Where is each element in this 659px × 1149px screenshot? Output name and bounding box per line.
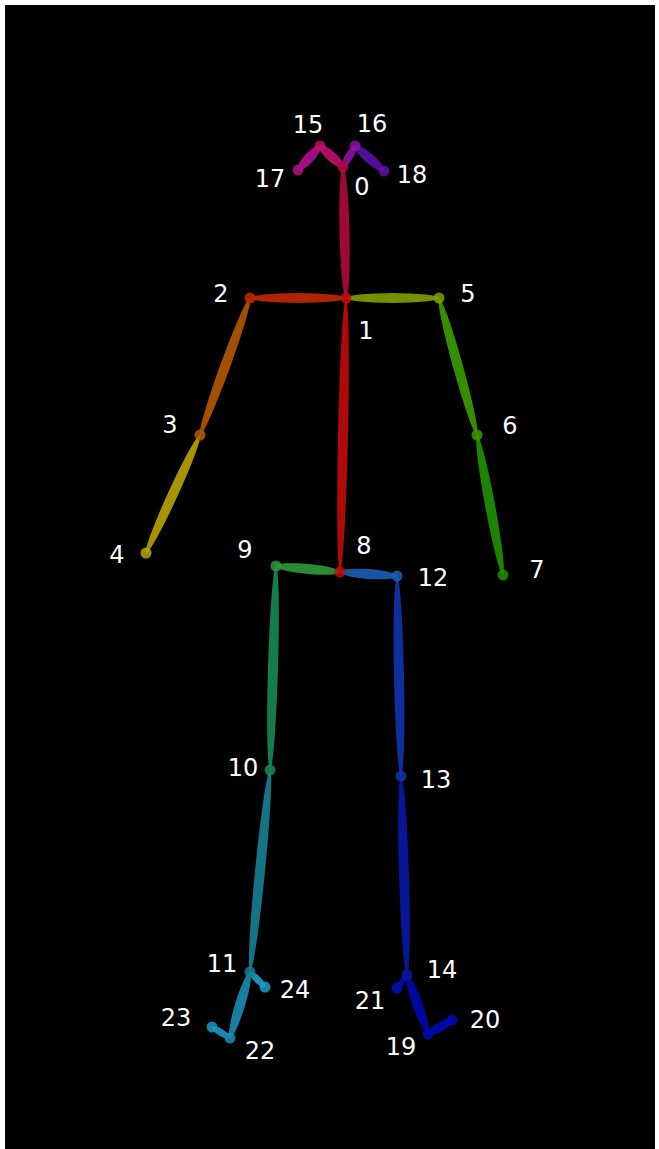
keypoint — [315, 141, 326, 152]
limb — [338, 167, 351, 298]
keypoint — [225, 1033, 236, 1044]
keypoint — [141, 548, 152, 559]
keypoint-number: 2 — [213, 282, 228, 306]
keypoint — [392, 983, 403, 994]
keypoint — [265, 765, 276, 776]
keypoint-number: 23 — [161, 1006, 192, 1030]
keypoint — [498, 570, 509, 581]
limb — [396, 776, 412, 975]
keypoint — [335, 567, 346, 578]
limb — [245, 770, 275, 973]
keypoint-number: 11 — [207, 952, 238, 976]
keypoint — [350, 141, 361, 152]
keypoint-number: 16 — [357, 112, 388, 136]
keypoint — [423, 1029, 434, 1040]
keypoint-number: 3 — [162, 413, 177, 437]
keypoint-number: 21 — [355, 989, 386, 1013]
keypoint — [207, 1022, 218, 1033]
keypoint — [379, 166, 390, 177]
keypoint-number: 7 — [529, 558, 544, 582]
keypoint — [472, 430, 483, 441]
keypoint-number: 17 — [255, 167, 286, 191]
limb — [276, 561, 341, 577]
limb — [346, 293, 439, 303]
keypoint-number: 18 — [397, 163, 428, 187]
limb — [434, 297, 482, 437]
keypoint — [260, 982, 271, 993]
keypoint-number: 6 — [502, 414, 517, 438]
keypoint-number: 5 — [460, 282, 475, 306]
keypoint-number: 10 — [228, 756, 259, 780]
keypoint-number: 15 — [293, 113, 324, 137]
keypoint-number: 13 — [421, 768, 452, 792]
limb — [265, 566, 281, 770]
limb — [402, 973, 432, 1035]
keypoint-number: 22 — [245, 1039, 276, 1063]
keypoint-number: 19 — [386, 1035, 417, 1059]
keypoint — [338, 162, 349, 173]
keypoint — [293, 165, 304, 176]
limb — [335, 298, 351, 572]
keypoint — [396, 771, 407, 782]
limb — [340, 567, 398, 581]
keypoint-number: 12 — [418, 566, 449, 590]
keypoint-number: 1 — [358, 319, 373, 343]
keypoint — [434, 293, 445, 304]
keypoint — [195, 430, 206, 441]
keypoint — [245, 967, 256, 978]
black-ground — [5, 5, 655, 1149]
keypoint-number: 24 — [280, 978, 311, 1002]
limb — [195, 296, 254, 436]
keypoint-number: 4 — [109, 543, 124, 567]
keypoint — [245, 293, 256, 304]
limb — [141, 433, 204, 555]
keypoint — [341, 293, 352, 304]
keypoint-number: 14 — [427, 958, 458, 982]
keypoint-number: 0 — [354, 175, 369, 199]
keypoint-number: 20 — [470, 1008, 501, 1032]
limb — [225, 971, 255, 1040]
limb — [392, 576, 406, 776]
keypoint-number: 8 — [356, 534, 371, 558]
keypoint — [392, 571, 403, 582]
keypoint — [271, 561, 282, 572]
keypoint — [402, 970, 413, 981]
keypoint — [447, 1015, 458, 1026]
limb — [250, 293, 346, 303]
limb — [472, 434, 508, 576]
keypoint-number: 9 — [237, 538, 252, 562]
